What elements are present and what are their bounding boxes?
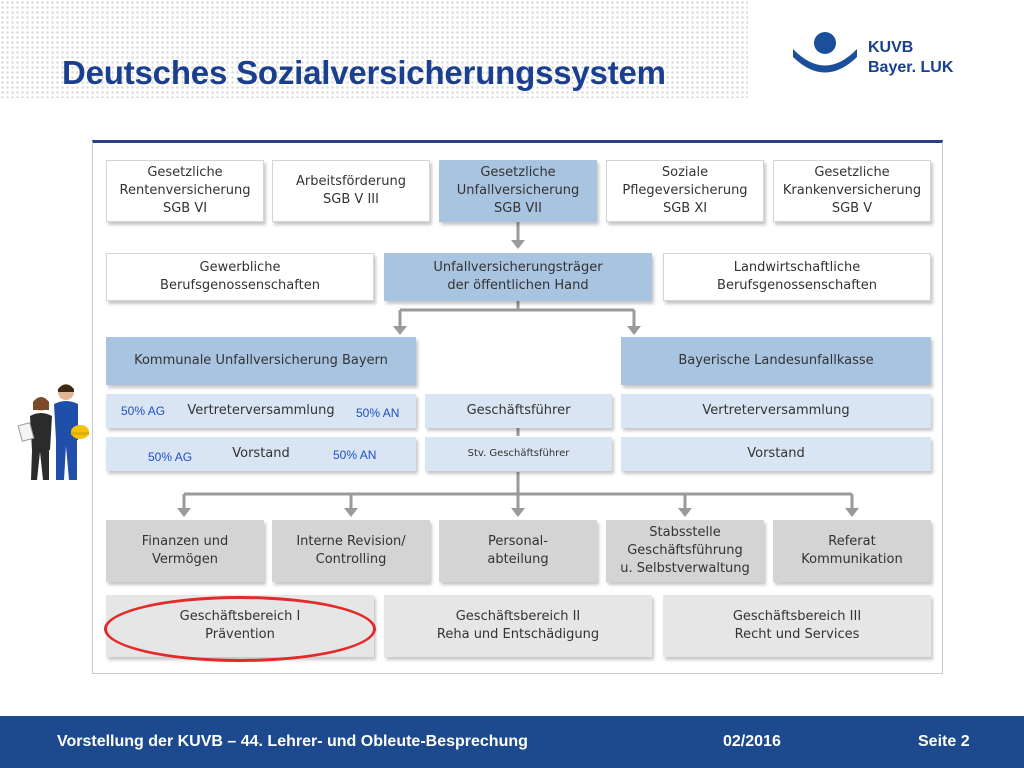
box-line: Vorstand — [747, 446, 805, 461]
box-referat-kommunikation: Referat Kommunikation — [773, 520, 931, 582]
box-line: Gesetzliche — [814, 165, 890, 180]
box-uv-traeger-oeffentlich: Unfallversicherungsträger der öffentlich… — [384, 253, 652, 301]
box-line: Finanzen und — [141, 534, 229, 549]
box-line: Vorstand — [232, 446, 290, 461]
box-interne-revision: Interne Revision/ Controlling — [272, 520, 430, 582]
box-geschaeftsfuehrer: Geschäftsführer — [425, 394, 612, 428]
box-line: Kommunikation — [801, 552, 903, 567]
box-rentenversicherung: Gesetzliche Rentenversicherung SGB VI — [106, 160, 264, 222]
box-line: SGB XI — [662, 201, 708, 216]
box-stv-geschaeftsfuehrer: Stv. Geschäftsführer — [425, 437, 612, 471]
box-line: SGB V III — [323, 192, 379, 207]
box-line: Personal- — [488, 534, 548, 549]
box-line: Berufsgenossenschaften — [717, 278, 877, 293]
kuvb-logo-icon — [793, 32, 857, 73]
footer-bar: Vorstellung der KUVB – 44. Lehrer- und O… — [0, 716, 1024, 768]
slide-title: Deutsches Sozialversicherungssystem — [62, 54, 666, 91]
box-line: SGB VI — [162, 201, 208, 216]
box-line: Reha und Entschädigung — [436, 627, 600, 642]
box-line: Arbeitsförderung — [296, 174, 406, 189]
box-line: Krankenversicherung — [782, 183, 922, 198]
box-line: Pflegeversicherung — [622, 183, 748, 198]
box-kommunale-uv-bayern: Kommunale Unfallversicherung Bayern — [106, 337, 416, 385]
box-line: Geschäftsbereich II — [455, 609, 581, 624]
box-line: Referat — [828, 534, 876, 549]
dotted-header-background — [0, 0, 748, 98]
footer-event: Vorstellung der KUVB – 44. Lehrer- und O… — [57, 733, 528, 750]
box-finanzen: Finanzen und Vermögen — [106, 520, 264, 582]
logo-line2: Bayer. LUK — [868, 59, 954, 76]
box-line: u. Selbstverwaltung — [620, 561, 750, 576]
pct-ag-vorstand: 50% AG — [148, 450, 193, 464]
box-line: der öffentlichen Hand — [447, 278, 589, 293]
box-line: Controlling — [315, 552, 387, 567]
box-line: Stabsstelle — [649, 525, 721, 540]
logo-text: KUVB Bayer. LUK — [868, 38, 953, 78]
pct-ag-vv: 50% AG — [121, 404, 166, 418]
box-line: Kommunale Unfallversicherung Bayern — [134, 353, 388, 368]
box-line: Geschäftsbereich III — [732, 609, 862, 624]
box-line: Stv. Geschäftsführer — [467, 448, 570, 459]
box-line: Landwirtschaftliche — [733, 260, 861, 275]
box-arbeitsfoerderung: Arbeitsförderung SGB V III — [272, 160, 430, 222]
box-pflegeversicherung: Soziale Pflegeversicherung SGB XI — [606, 160, 764, 222]
box-line: Gesetzliche — [147, 165, 223, 180]
box-bayerische-landesunfallkasse: Bayerische Landesunfallkasse — [621, 337, 931, 385]
box-geschaeftsbereich-2: Geschäftsbereich II Reha und Entschädigu… — [384, 595, 652, 657]
pct-an-vorstand: 50% AN — [333, 448, 377, 462]
box-line: Interne Revision/ — [296, 534, 406, 549]
box-line: Berufsgenossenschaften — [160, 278, 320, 293]
box-line: Geschäftsführung — [627, 543, 743, 558]
box-stabsstelle: Stabsstelle Geschäftsführung u. Selbstve… — [606, 520, 764, 582]
box-personalabteilung: Personal- abteilung — [439, 520, 597, 582]
people-illustration — [17, 384, 89, 480]
box-unfallversicherung: Gesetzliche Unfallversicherung SGB VII — [439, 160, 597, 222]
box-line: SGB VII — [494, 201, 542, 216]
logo-line1: KUVB — [868, 39, 914, 56]
box-line: Rentenversicherung — [119, 183, 251, 198]
box-line: Geschäftsführer — [466, 403, 571, 418]
box-line: SGB V — [831, 201, 873, 216]
highlight-ellipse — [104, 596, 376, 662]
box-vertreterversammlung-right: Vertreterversammlung — [621, 394, 931, 428]
box-line: abteilung — [487, 552, 549, 567]
box-geschaeftsbereich-3: Geschäftsbereich III Recht und Services — [663, 595, 931, 657]
box-vertreterversammlung-left: Vertreterversammlung — [106, 394, 416, 428]
box-line: Vertreterversammlung — [702, 403, 850, 418]
footer-page: Seite 2 — [918, 733, 970, 750]
footer-date: 02/2016 — [723, 733, 781, 750]
box-line: Soziale — [661, 165, 709, 180]
box-line: Unfallversicherungsträger — [433, 260, 603, 275]
box-landwirtschaftliche-bg: Landwirtschaftliche Berufsgenossenschaft… — [663, 253, 931, 301]
box-line: Bayerische Landesunfallkasse — [678, 353, 874, 368]
box-vorstand-right: Vorstand — [621, 437, 931, 471]
box-line: Gesetzliche — [480, 165, 556, 180]
box-line: Vermögen — [151, 552, 219, 567]
box-line: Recht und Services — [734, 627, 860, 642]
box-line: Gewerbliche — [199, 260, 281, 275]
pct-an-vv: 50% AN — [356, 406, 400, 420]
box-line: Vertreterversammlung — [187, 403, 335, 418]
box-line: Unfallversicherung — [456, 183, 580, 198]
box-krankenversicherung: Gesetzliche Krankenversicherung SGB V — [773, 160, 931, 222]
box-vorstand-left: Vorstand — [106, 437, 416, 471]
box-gewerbliche-bg: Gewerbliche Berufsgenossenschaften — [106, 253, 374, 301]
